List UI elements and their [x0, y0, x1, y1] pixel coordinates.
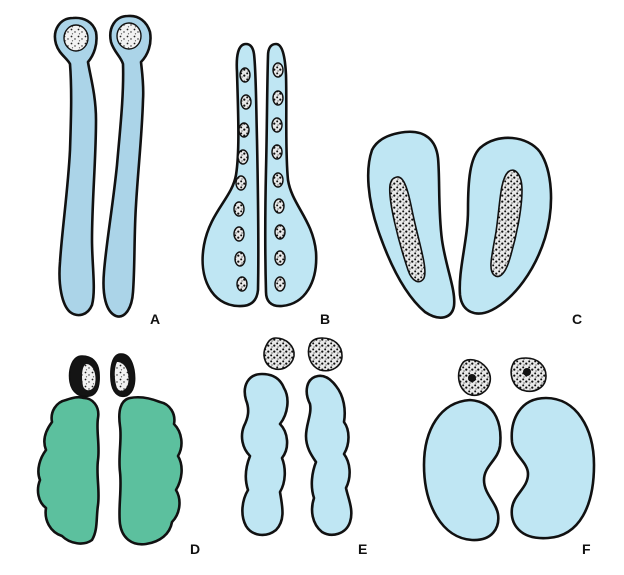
nucleus-f-right-core — [523, 368, 531, 376]
cell-d-left — [36, 395, 100, 545]
panel-e: E — [240, 337, 367, 557]
nucleus-a-right — [116, 22, 142, 50]
cell-a-left — [53, 16, 98, 317]
cell-b-left — [201, 42, 260, 308]
nucleus-a-left — [63, 24, 89, 52]
panel-label-c: C — [572, 311, 582, 327]
cell-f-left — [422, 398, 502, 542]
panel-label-f: F — [582, 541, 591, 557]
nucleus-c-left — [388, 176, 426, 283]
panel-d: D — [36, 353, 200, 557]
nuclei-b-left — [233, 67, 252, 292]
cell-e-left — [240, 372, 289, 537]
nucleus-e-right — [307, 337, 343, 372]
nucleus-d-right-speckle — [114, 362, 129, 391]
panel-label-a: A — [150, 311, 160, 327]
panel-label-e: E — [358, 541, 367, 557]
nucleus-e-left — [263, 337, 295, 371]
nucleus-c-right — [490, 169, 523, 278]
panel-b: B — [201, 42, 330, 327]
cell-f-right — [510, 396, 596, 540]
nucleus-f-left-core — [468, 374, 476, 382]
cell-e-right — [304, 374, 353, 536]
panel-label-d: D — [190, 541, 200, 557]
panel-a: A — [53, 14, 160, 327]
cell-a-right — [102, 14, 152, 318]
cell-b-right — [263, 42, 318, 308]
nucleus-d-left-speckle — [82, 364, 96, 391]
panel-label-b: B — [320, 311, 330, 327]
panel-c: C — [366, 130, 582, 327]
cell-d-right — [118, 395, 183, 546]
panel-f: F — [422, 357, 596, 557]
nuclei-b-right — [271, 62, 286, 292]
